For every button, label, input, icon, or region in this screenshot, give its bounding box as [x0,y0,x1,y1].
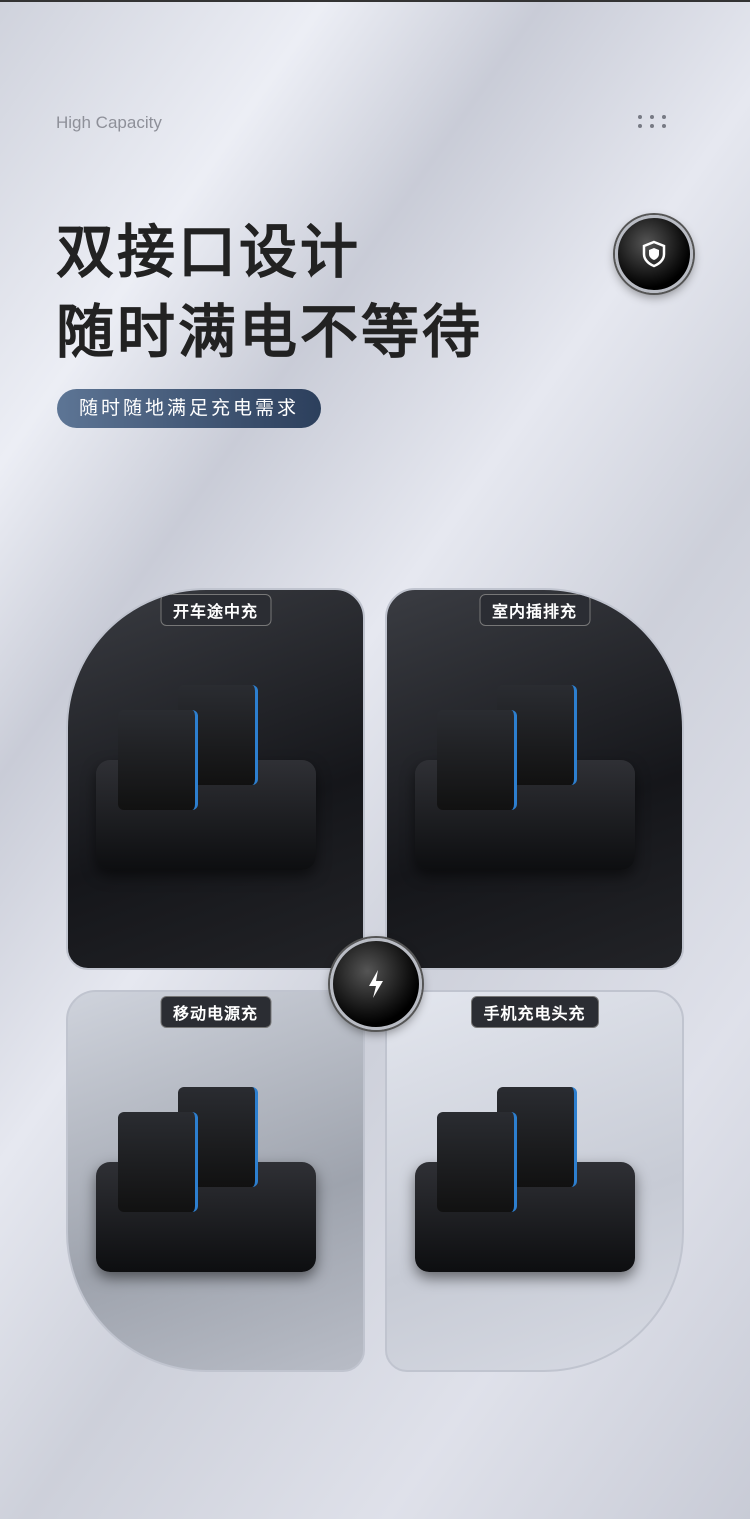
grid-dots-icon [638,115,668,128]
battery-image [118,1112,198,1212]
scene-phone-charger: 手机充电头充 [385,990,684,1372]
lightning-icon [330,938,422,1030]
title-line-1: 双接口设计 [56,218,362,286]
battery-image [437,710,517,810]
top-border [0,0,750,2]
scene-label: 开车途中充 [159,594,272,626]
scene-power-bank: 移动电源充 [66,990,365,1372]
tagline-badge: 随时随地满足充电需求 [57,389,322,428]
page-title: 双接口设计随时满电不等待 [56,212,483,372]
shield-icon [615,215,693,293]
subtitle: High Capacity [56,113,162,132]
scene-power-strip: 室内插排充 [385,588,684,970]
battery-image [437,1112,517,1212]
scene-label: 手机充电头充 [470,996,599,1028]
title-line-2: 随时满电不等待 [56,298,484,366]
scene-car: 开车途中充 [66,588,365,970]
battery-image [118,710,198,810]
scene-label: 室内插排充 [478,594,591,626]
scene-label: 移动电源充 [159,996,272,1028]
